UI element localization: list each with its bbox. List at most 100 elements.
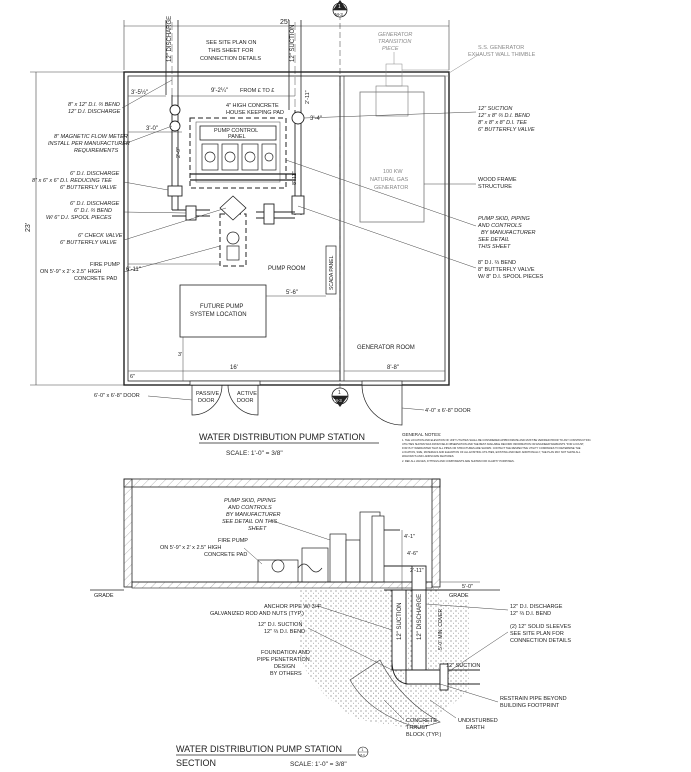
soil-zone xyxy=(300,588,470,730)
pump-room-label: PUMP ROOM xyxy=(268,266,306,272)
door-right-size: 4'-0" x 6'-8" DOOR xyxy=(425,408,471,414)
scada-panel-label: SCADA PANEL xyxy=(329,255,335,290)
scada-panel xyxy=(325,245,337,295)
exhaust-duct xyxy=(385,52,479,87)
left-leaders xyxy=(121,79,227,273)
dim-5-6: 5'-6" xyxy=(286,290,298,296)
dim-3: 3' xyxy=(178,352,182,358)
from-label: FROM £ TO £ xyxy=(240,88,274,94)
right-leaders xyxy=(285,111,477,269)
cover-label: 5'-0" MIN. COVER xyxy=(438,609,444,650)
plan-dim-left-text: 23' xyxy=(25,223,32,232)
thrust-block xyxy=(349,659,441,729)
plan-outer-wall xyxy=(123,71,450,386)
section-view: GRADE GRADE PUMP SKID, PIPING AND CONTRO… xyxy=(90,478,572,768)
section-pump-skid-label: PUMP SKID, PIPING AND CONTROLS BY MANUFA… xyxy=(222,498,282,532)
svg-text:M-3: M-3 xyxy=(335,12,343,17)
discharge-pipe-label: 12" DISCHARGE xyxy=(167,16,173,62)
generator-room-label: GENERATOR ROOM xyxy=(357,345,415,351)
discharge-pipe xyxy=(165,20,179,95)
dim-6: 6" xyxy=(130,374,135,380)
section-marker-bottom: 1 M-3 xyxy=(331,387,349,407)
plan-view: 25' 23' 1 M-3 1 M-3 xyxy=(25,0,592,463)
discharge-vertical-label: 12" DISCHARGE xyxy=(417,594,423,640)
dim-2-9: 2'-9" xyxy=(176,147,182,158)
dim-3-5: 3'-5½" xyxy=(131,89,148,96)
dim-9-2: 9'-2¼" xyxy=(211,88,228,94)
dim-bottom-left: 16' xyxy=(230,365,238,371)
svg-text:M-3: M-3 xyxy=(360,753,365,757)
section-title-marker: 1 M-3 xyxy=(357,746,369,758)
plan-dim-top-text: 25' xyxy=(280,19,289,26)
dim-2-11-section: 2'-11" xyxy=(410,568,424,574)
section-subtitle: SECTION xyxy=(176,758,216,768)
active-door-label: ACTIVE DOOR xyxy=(237,391,258,404)
callout-wood-frame: WOOD FRAME STRUCTURE xyxy=(478,177,518,190)
single-door xyxy=(361,380,403,426)
section-pipes xyxy=(384,529,480,691)
passive-door-label: PASSIVE DOOR xyxy=(196,391,221,404)
plan-piping xyxy=(167,95,305,225)
concrete-pad-label: 4" HIGH CONCRETE HOUSE KEEPING PAD xyxy=(226,103,284,116)
callout-pump-skid: PUMP SKID, PIPING AND CONTROLS BY MANUFA… xyxy=(477,216,537,250)
exhaust-thimble-label: S.S. GENERATOR EXHAUST WALL THIMBLE xyxy=(468,45,536,58)
svg-text:1: 1 xyxy=(338,4,341,10)
section-pump-assembly xyxy=(257,511,385,583)
svg-text:M-3: M-3 xyxy=(334,398,342,403)
generator xyxy=(359,91,425,223)
dim-6-11: 6'-11" xyxy=(126,267,141,273)
section-fire-pump-label: FIRE PUMP ON 5'-9" x 2' x 2.5" HIGH CONC… xyxy=(160,538,249,558)
dim-2-11: 2'-11" xyxy=(305,90,311,104)
suction-vertical-label: 12" SUCTION xyxy=(397,603,403,640)
grade-left-label: GRADE xyxy=(94,593,114,599)
callout-suction-tee: 12" SUCTION 12" x 8" ⅔ D.I. BEND 8" x 8"… xyxy=(478,106,535,133)
dim-bottom-right: 8'-8" xyxy=(387,365,399,371)
callout-spool-pieces: 6" D.I. DISCHARGE 6" D.I. ⅔ BEND W/ 6" D… xyxy=(46,201,121,221)
anchor-pipe-label: ANCHOR PIPE W/ 3/4" GALVANIZED ROD AND N… xyxy=(210,604,323,617)
dim-5-0: 5'-0" xyxy=(462,584,473,590)
plan-inner-wall xyxy=(127,75,446,382)
svg-text:1: 1 xyxy=(338,390,341,396)
site-plan-note: SEE SITE PLAN ON THIS SHEET FOR CONNECTI… xyxy=(200,40,261,62)
plan-dim-left xyxy=(30,71,124,386)
fire-pump xyxy=(219,195,247,267)
dim-4-6: 4'-6" xyxy=(407,551,418,557)
callout-reducing-tee: 6" D.I. DISCHARGE 8" x 6" x 6" D.I. REDU… xyxy=(32,171,121,191)
general-notes-title: GENERAL NOTES: xyxy=(402,432,441,437)
double-door xyxy=(189,380,261,416)
dim-3-0: 3'-0" xyxy=(146,126,158,132)
future-pump-label: FUTURE PUMP SYSTEM LOCATION xyxy=(190,304,247,318)
callout-bend-discharge: 8" x 12" D.I. ⅔ BEND 12" D.I. DISCHARGE xyxy=(68,102,121,115)
generator-label: 100 KW NATURAL GAS GENERATOR xyxy=(370,169,410,191)
callout-fire-pump: FIRE PUMP ON 5'-9" x 2' x 2.5" HIGH CONC… xyxy=(40,262,121,282)
generator-transition-label: GENERATOR TRANSITION PIECE xyxy=(378,32,414,52)
section-scale: SCALE: 1'-0" = 3/8" xyxy=(290,761,347,768)
section-marker-top: 1 M-3 xyxy=(332,0,348,18)
future-pump-box xyxy=(179,284,267,338)
pump-control-panel-label: PUMP CONTROL PANEL xyxy=(214,128,260,140)
restrain-pipe-label: RESTRAIN PIPE BEYOND BUILDING FOOTPRINT xyxy=(500,696,568,709)
pump-skid: PUMP CONTROL PANEL xyxy=(189,117,296,189)
plan-scale: SCALE: 1'-0" = 3/8" xyxy=(226,450,283,457)
svg-text:1: 1 xyxy=(362,748,364,752)
undisturbed-earth-label: UNDISTURBED EARTH xyxy=(458,718,499,731)
thrust-block-label: CONCRETE THRUST BLOCK (TYP.) xyxy=(406,718,442,738)
door-left-size: 6'-0" x 6'-8" DOOR xyxy=(94,393,140,399)
suction-pipe xyxy=(288,20,302,110)
foundation-label: FOUNDATION AND PIPE PENETRATION DESIGN B… xyxy=(257,650,311,677)
callout-flow-meter: 8" MAGNETIC FLOW METER INSTALL PER MANUF… xyxy=(48,134,131,154)
suction-horizontal-label: 12" SUCTION xyxy=(446,663,480,669)
dim-4-1: 4'-1" xyxy=(404,534,415,540)
callout-check-valve: 6" CHECK VALVE 6" BUTTERFLY VALVE xyxy=(60,233,124,246)
plan-title: WATER DISTRIBUTION PUMP STATION xyxy=(199,432,365,442)
general-notes: 1. THE LOCATION AND ELEVATION OF UNIT UT… xyxy=(402,438,592,463)
callout-8in-bend: 8" D.I. ⅔ BEND 8" BUTTERFLY VALVE W/ 8" … xyxy=(478,260,544,280)
section-discharge-note: 12" D.I. DISCHARGE 12" ⅔ D.I. BEND xyxy=(510,604,564,617)
sleeves-note: (2) 12" SOLID SLEEVES SEE SITE PLAN FOR … xyxy=(510,624,572,644)
dim-3-4: 3'-4" xyxy=(310,116,322,122)
grade-right-label: GRADE xyxy=(449,593,469,599)
section-title: WATER DISTRIBUTION PUMP STATION xyxy=(176,744,342,754)
suction-pipe-label: 12" SUCTION xyxy=(290,25,296,62)
section-suction-note: 12" D.I. SUCTION 12" ⅔ D.I. BEND xyxy=(258,622,305,635)
